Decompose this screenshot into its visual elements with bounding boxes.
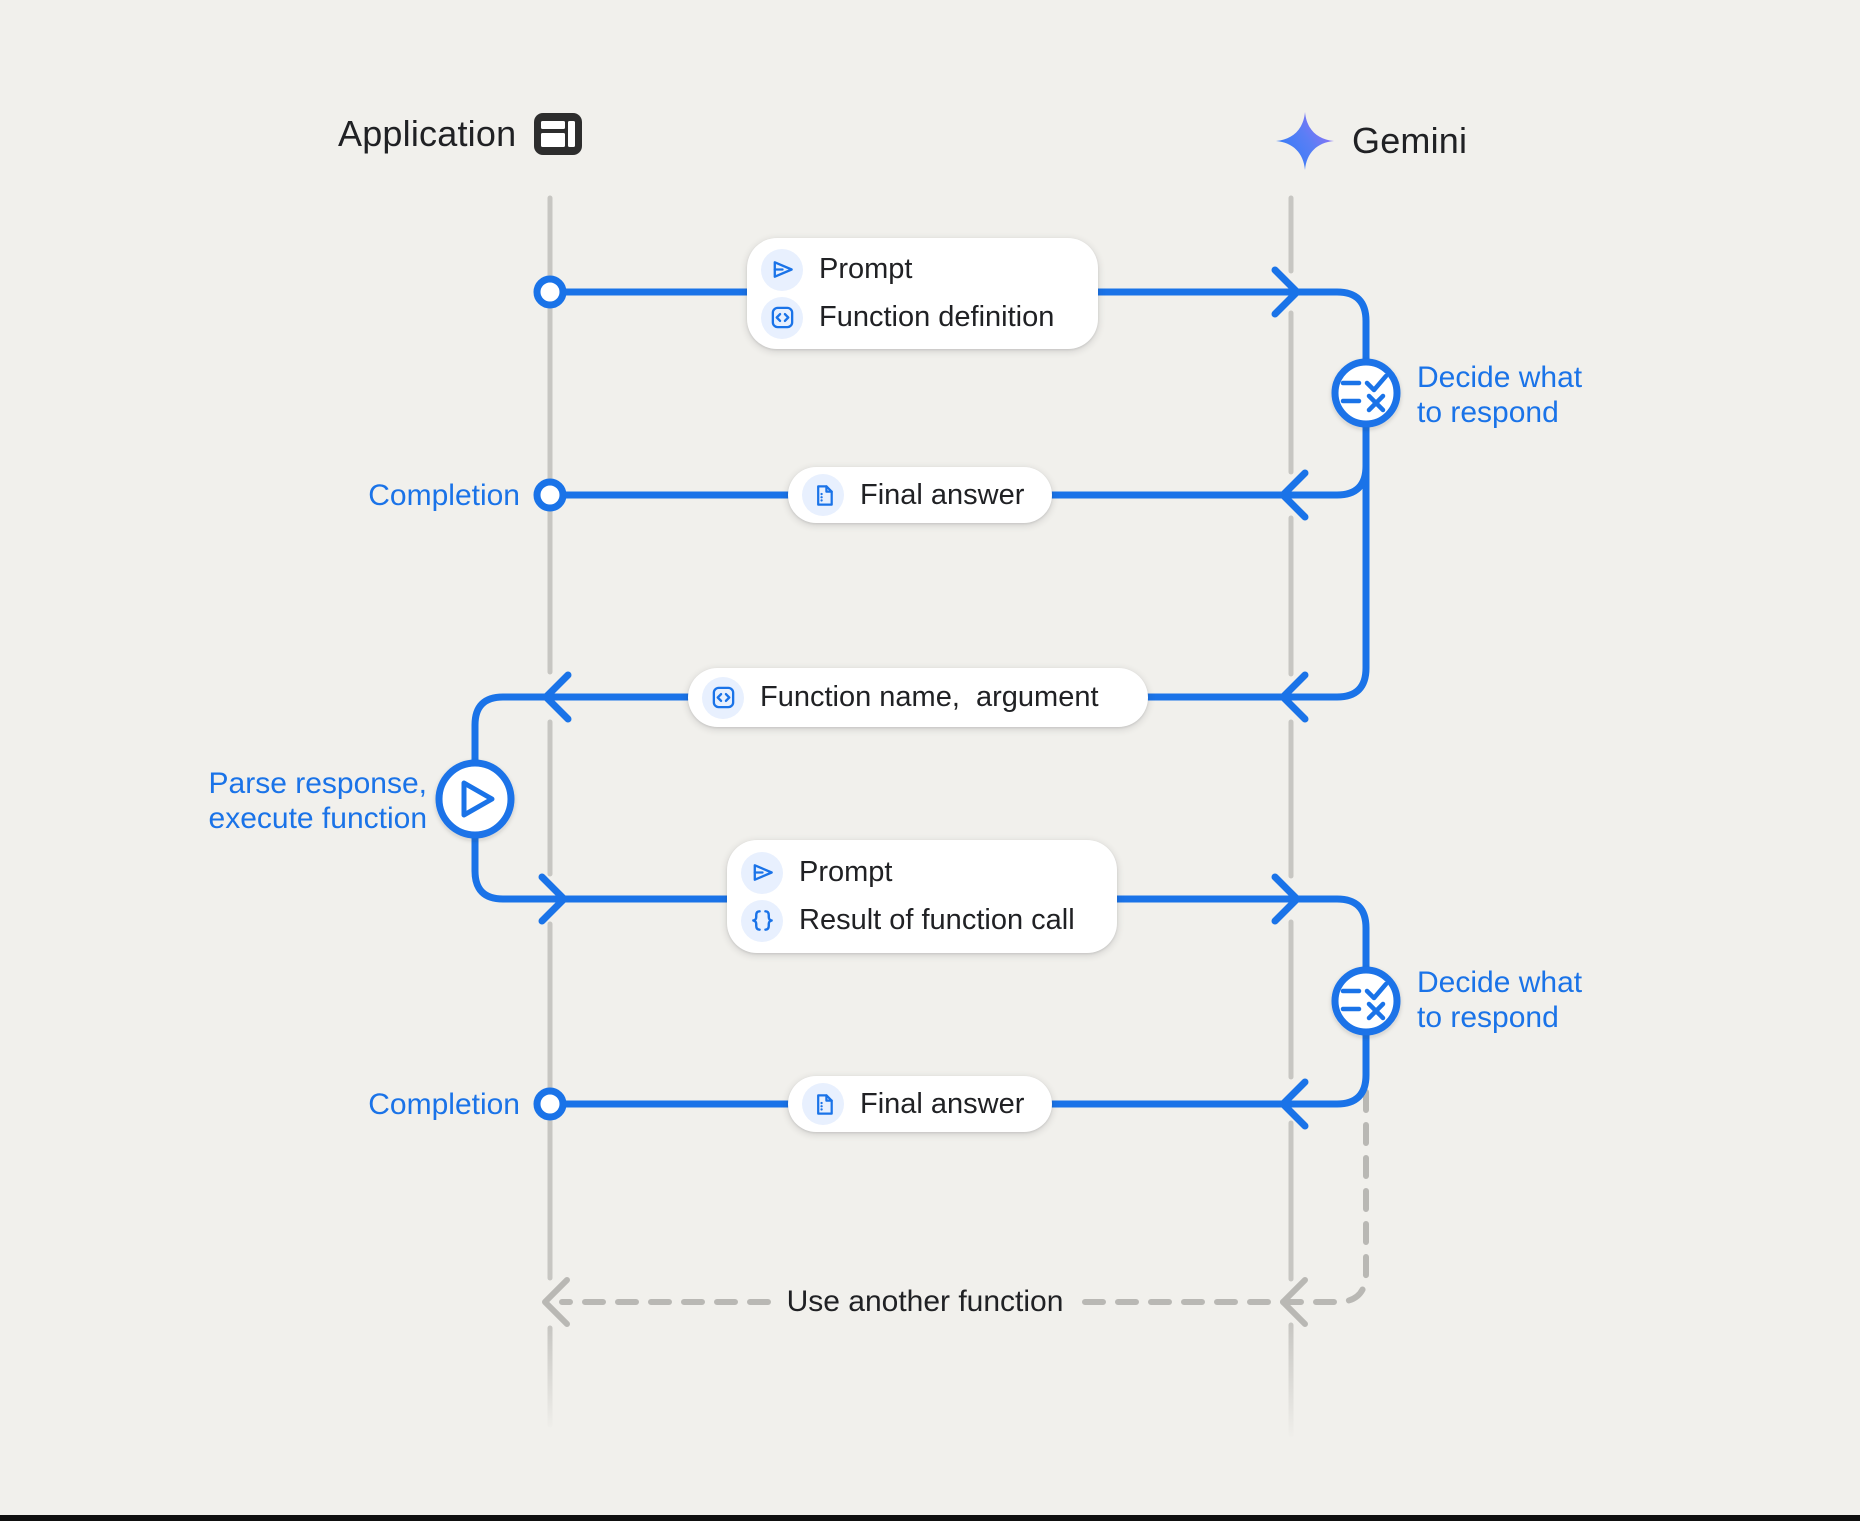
code-box-icon: [761, 296, 803, 339]
decide-label-line1: Decide what: [1417, 966, 1583, 999]
bottom-bar: [0, 1515, 1860, 1521]
arrowhead-left-gray-gemini: [1280, 1277, 1308, 1327]
message-box-function-name-argument: Function name, argument: [688, 668, 1148, 727]
code-box-icon: [702, 676, 744, 719]
document-icon: [802, 474, 844, 516]
parse-node: [435, 759, 515, 839]
decide-label-line2: to respond: [1417, 1001, 1559, 1034]
arrowhead-left-gemini-3: [1279, 1078, 1309, 1130]
message-label: Result of function call: [799, 904, 1075, 936]
message-label: Prompt: [819, 253, 913, 285]
parse-label: Parse response, execute function: [97, 766, 427, 836]
arrowhead-right-gemini-1: [1271, 266, 1301, 318]
play-icon: [461, 780, 495, 818]
application-label: Application: [338, 113, 517, 154]
arrowhead-left-app-1: [542, 671, 572, 723]
arrowhead-left-gray-app: [542, 1277, 570, 1327]
parse-label-line2: execute function: [208, 802, 427, 835]
arrowhead-right-app-1: [538, 873, 568, 925]
completion-label-2: Completion: [368, 1088, 520, 1121]
message-box-final-answer-2: Final answer: [788, 1076, 1052, 1132]
rule-icon: [1340, 373, 1389, 413]
decide-node-1: [1331, 358, 1401, 428]
send-icon: [741, 851, 783, 894]
arrowhead-left-gemini-1: [1279, 469, 1309, 521]
decide-label-line1: Decide what: [1417, 361, 1583, 394]
gemini-header: Gemini: [1276, 112, 1467, 170]
decide-label-line2: to respond: [1417, 396, 1559, 429]
use-another-function-arrow: [542, 1089, 1369, 1327]
message-label: Function name, argument: [760, 681, 1099, 713]
use-another-function-label: Use another function: [786, 1285, 1064, 1318]
decide-node-2: [1331, 966, 1401, 1036]
message-box-prompt-function-definition: Prompt Function definition: [747, 238, 1098, 349]
rule-icon: [1340, 981, 1389, 1021]
app-window-icon: [534, 113, 583, 155]
completion-label-1: Completion: [368, 479, 520, 512]
message-label: Final answer: [860, 478, 1025, 511]
message-label: Function definition: [819, 301, 1055, 333]
arrowhead-right-gemini-2: [1271, 873, 1301, 925]
decide-label-1: Decide what to respond: [1417, 360, 1582, 430]
message-label: Prompt: [799, 856, 893, 888]
endpoint-circle-prompt: [533, 275, 567, 309]
message-box-prompt-result: Prompt Result of function call: [727, 840, 1117, 953]
message-label: Final answer: [860, 1087, 1025, 1120]
gemini-spark-icon: [1276, 112, 1334, 170]
application-header: Application: [338, 113, 583, 155]
document-icon: [802, 1083, 844, 1125]
send-icon: [761, 248, 803, 291]
braces-icon: [741, 899, 783, 942]
message-box-final-answer-1: Final answer: [788, 467, 1052, 523]
parse-label-line1: Parse response,: [208, 767, 427, 800]
endpoint-circle-completion-2: [533, 1087, 567, 1121]
flow-final-answer-branch: [559, 462, 1370, 499]
endpoint-circle-completion-1: [533, 478, 567, 512]
arrowhead-left-gemini-2: [1279, 671, 1309, 723]
decide-label-2: Decide what to respond: [1417, 965, 1582, 1035]
gemini-label: Gemini: [1352, 120, 1468, 161]
